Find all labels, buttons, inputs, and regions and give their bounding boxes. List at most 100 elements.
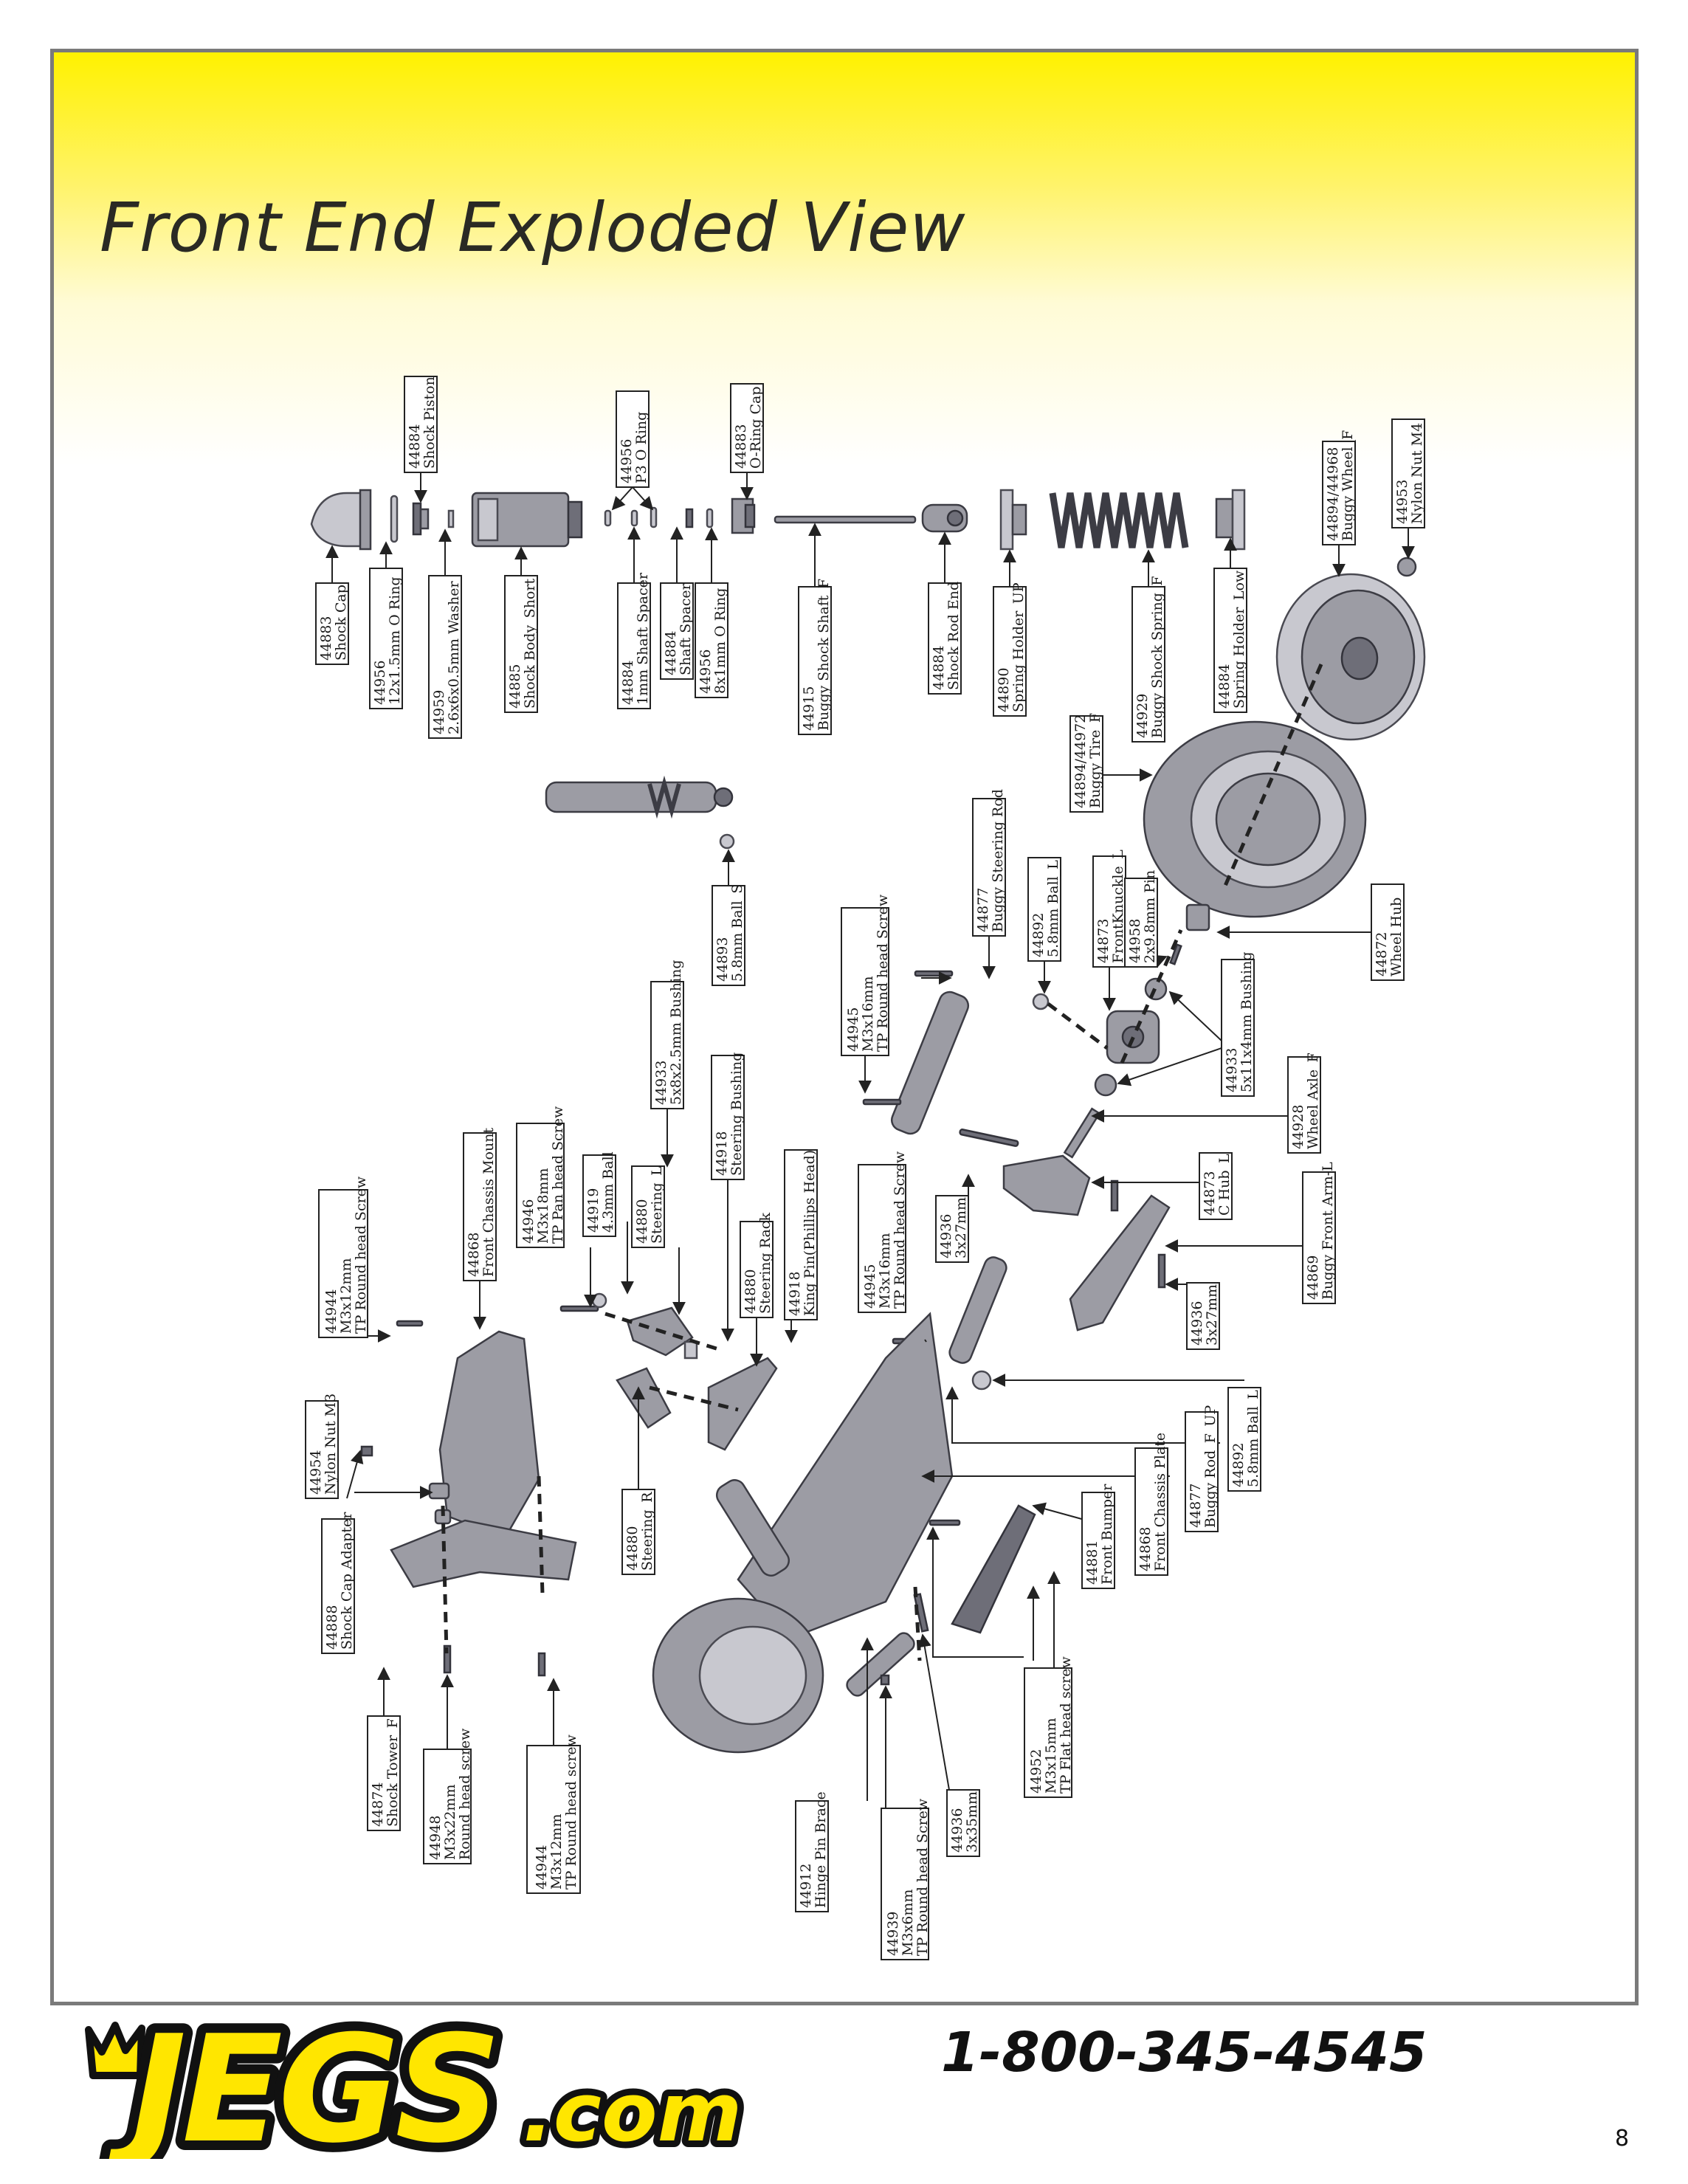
parts-illustration xyxy=(310,489,1426,1754)
svg-text:44936: 44936 xyxy=(949,1808,965,1853)
svg-text:44919: 44919 xyxy=(585,1188,602,1233)
svg-text:Buggy Front Arm-L: Buggy Front Arm-L xyxy=(1320,1162,1336,1300)
svg-text:5.8mm Ball_L: 5.8mm Ball_L xyxy=(1045,860,1061,957)
svg-text:44945: 44945 xyxy=(845,1007,861,1052)
svg-text:M3x22mm: M3x22mm xyxy=(442,1785,458,1860)
svg-text:.com: .com xyxy=(523,2065,742,2159)
o-ring-cap-part xyxy=(731,497,756,534)
svg-text:44868: 44868 xyxy=(1137,1527,1154,1571)
svg-text:2x9.8mm Pin: 2x9.8mm Pin xyxy=(1142,870,1158,963)
svg-text:44885: 44885 xyxy=(507,664,523,709)
svg-text:5x11x4mm Bushing: 5x11x4mm Bushing xyxy=(1239,951,1255,1092)
svg-text:M3x16mm: M3x16mm xyxy=(877,1233,893,1309)
spring-part xyxy=(1049,492,1189,548)
king-pin-part xyxy=(959,1129,1019,1147)
wheel-hub-part xyxy=(1185,903,1210,931)
nylon-nut-m4-part xyxy=(1396,557,1417,577)
svg-text:44959: 44959 xyxy=(431,690,447,734)
svg-text:Buggy Tire_F: Buggy Tire_F xyxy=(1087,713,1103,808)
svg-text:Shock Tower_F: Shock Tower_F xyxy=(385,1718,401,1827)
svg-text:44880: 44880 xyxy=(634,1199,650,1244)
svg-text:44953: 44953 xyxy=(1394,480,1410,524)
svg-text:44939: 44939 xyxy=(885,1912,901,1956)
shock-cap-adapter-part xyxy=(428,1482,452,1525)
bushing-5x11-b-part xyxy=(1094,1073,1117,1097)
svg-text:Front Chassis Plate: Front Chassis Plate xyxy=(1152,1433,1168,1571)
c-hub-part xyxy=(1002,1154,1091,1216)
buggy-front-arm-part xyxy=(1069,1194,1171,1332)
spring-holder-up-part xyxy=(999,489,1027,551)
screw-m3x16-top-a-part xyxy=(914,970,954,977)
svg-text:12x1.5mm O Ring: 12x1.5mm O Ring xyxy=(387,576,403,705)
svg-text:TP Round head Screw: TP Round head Screw xyxy=(353,1176,369,1334)
screw-m3x22-part xyxy=(443,1644,452,1674)
front-knuckle-part xyxy=(1106,1010,1160,1064)
svg-text:44873: 44873 xyxy=(1202,1171,1218,1216)
svg-text:TP Pan head Screw: TP Pan head Screw xyxy=(550,1106,566,1244)
shaft-spacer-part xyxy=(685,508,694,528)
svg-text:Buggy Steering Rod: Buggy Steering Rod xyxy=(990,789,1006,932)
svg-text:44946: 44946 xyxy=(520,1199,537,1244)
o-ring-8-part xyxy=(706,508,714,528)
shock-shaft-part xyxy=(774,515,917,524)
svg-text:44954: 44954 xyxy=(308,1450,324,1495)
steering-rod-part xyxy=(890,991,970,1135)
svg-text:44952: 44952 xyxy=(1028,1749,1044,1794)
svg-text:3x35mm: 3x35mm xyxy=(964,1791,980,1853)
svg-text:TP Round head Screw: TP Round head Screw xyxy=(875,894,891,1052)
svg-text:Shock Body_Short: Shock Body_Short xyxy=(522,579,538,709)
svg-text:Buggy Shock Shaft_F: Buggy Shock Shaft_F xyxy=(816,579,832,731)
svg-text:Buggy Shock Spring_F: Buggy Shock Spring_F xyxy=(1149,576,1165,738)
svg-text:44884: 44884 xyxy=(663,631,679,675)
svg-text:44883: 44883 xyxy=(733,424,749,469)
svg-text:44933: 44933 xyxy=(1224,1048,1240,1092)
nylon-nut-m3-part xyxy=(360,1445,373,1457)
screw-m3x18-part xyxy=(559,1305,599,1312)
assembled-shock-part xyxy=(545,775,734,819)
svg-text:44948: 44948 xyxy=(427,1816,444,1860)
svg-text:44880: 44880 xyxy=(624,1526,641,1571)
svg-text:Steering_L: Steering_L xyxy=(649,1166,665,1244)
svg-text:5.8mm Ball_S: 5.8mm Ball_S xyxy=(729,884,745,982)
svg-text:44936: 44936 xyxy=(938,1214,954,1258)
svg-text:Front Chassis Mount: Front Chassis Mount xyxy=(480,1128,497,1277)
svg-text:4.3mm Ball: 4.3mm Ball xyxy=(600,1151,616,1233)
screw-m3x16-top-b-part xyxy=(862,1098,902,1106)
svg-text:44894/44968: 44894/44968 xyxy=(1325,447,1341,541)
leader-lines xyxy=(325,472,1415,1808)
ball-l-bottom-part xyxy=(971,1370,992,1391)
svg-text:44884: 44884 xyxy=(1216,664,1233,709)
svg-text:44883: 44883 xyxy=(318,616,334,661)
front-wheel-assembled-part xyxy=(652,1597,824,1754)
o-ring-12-part xyxy=(390,495,399,543)
phone-number: 1-800-345-4545 xyxy=(941,2021,1427,2084)
washer-part xyxy=(447,509,455,528)
svg-text:Steering Rack: Steering Rack xyxy=(757,1213,774,1314)
svg-text:Spring Holder_Low: Spring Holder_Low xyxy=(1231,570,1247,709)
svg-text:TP Round head Screw: TP Round head Screw xyxy=(914,1798,931,1956)
svg-text:44944: 44944 xyxy=(323,1289,340,1334)
screw-m3x12-top-part xyxy=(396,1320,424,1327)
svg-text:44884: 44884 xyxy=(407,424,423,469)
buggy-wheel-part xyxy=(1275,573,1426,741)
